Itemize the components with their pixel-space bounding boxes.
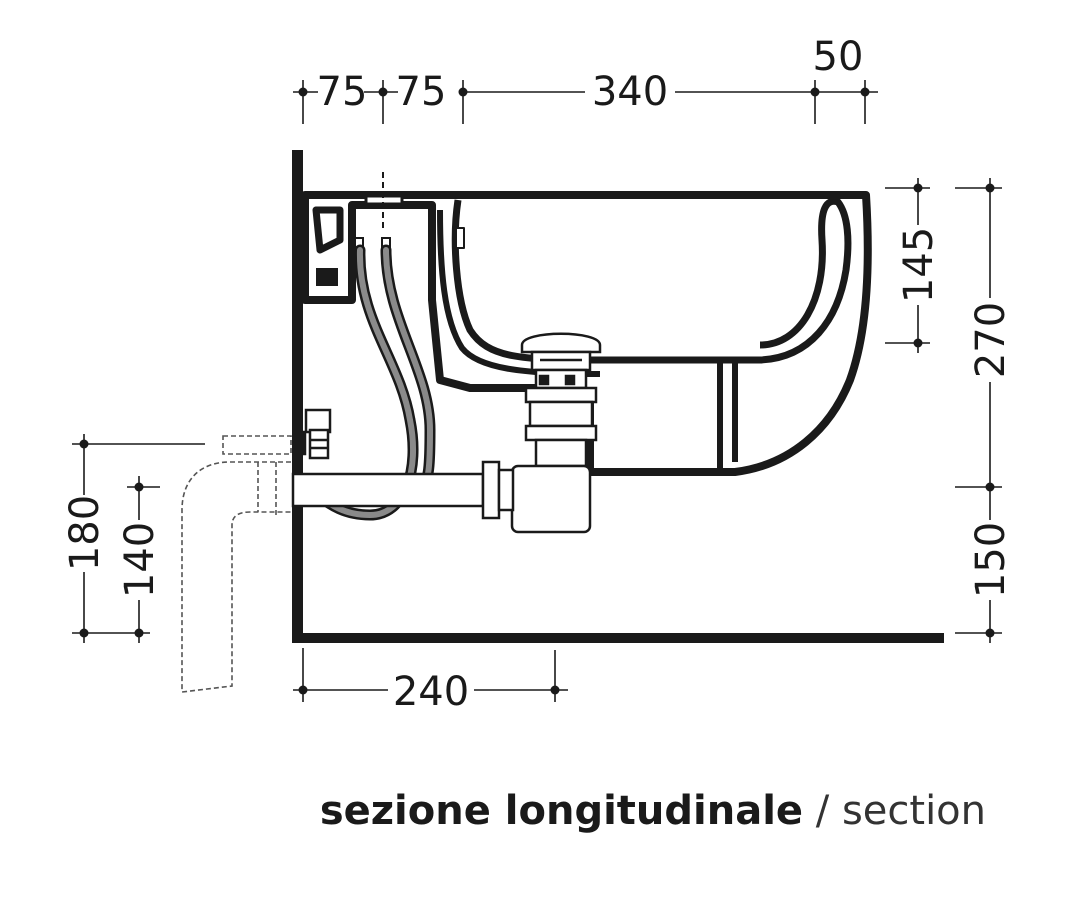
floor (292, 633, 944, 643)
plug-screw-left (538, 374, 550, 386)
valve-body (304, 408, 332, 434)
dot (810, 87, 820, 97)
waste-pipe (291, 472, 485, 508)
dim-label-145: 145 (896, 227, 942, 303)
dot (985, 628, 995, 638)
bidet-inner-bowl (451, 197, 852, 364)
pipe-joint (497, 468, 515, 512)
dot (550, 685, 560, 695)
caption-primary: sezione longitudinale (319, 788, 804, 834)
drawing-caption: sezione longitudinale / section (0, 788, 986, 834)
dim-label-340: 340 (592, 69, 668, 115)
caption-separator: / (803, 788, 842, 834)
dot (458, 87, 468, 97)
dot (298, 685, 308, 695)
dashed-upper-outlet (222, 435, 292, 455)
wall-valve (293, 408, 332, 460)
plug-screw-right (564, 374, 576, 386)
dim-label-150: 150 (968, 522, 1014, 598)
dot (134, 482, 144, 492)
dimension-labels: 75 75 340 50 145 270 150 180 140 240 (62, 34, 1014, 715)
drain-body-5 (524, 424, 598, 442)
dimension-dots (79, 87, 995, 695)
dashed-bend (181, 461, 291, 693)
wall (292, 150, 303, 643)
drain-body-6 (534, 438, 588, 468)
bidet-body (301, 172, 872, 476)
bidet-outer-shell (301, 191, 872, 476)
dot (913, 338, 923, 348)
drain-body-4 (528, 400, 594, 428)
dim-label-75-left: 75 (317, 69, 368, 115)
dot (298, 87, 308, 97)
waste-assembly (291, 332, 602, 534)
valve-knob (308, 428, 330, 460)
bidet-partition (717, 360, 738, 472)
hose-cold-fill (315, 247, 416, 519)
dashed-drain (181, 435, 292, 693)
bidet-overflow (312, 206, 344, 254)
caption-secondary: section (841, 788, 986, 834)
dim-label-240: 240 (393, 669, 469, 715)
dot (134, 628, 144, 638)
hose-hot-fill (383, 247, 434, 483)
popup-plug (520, 332, 602, 354)
wall-and-floor (292, 150, 944, 643)
dot (378, 87, 388, 97)
valve-nut (293, 430, 307, 456)
trap-body (510, 464, 592, 534)
dot (860, 87, 870, 97)
overflow-hole (455, 227, 465, 249)
dot (985, 482, 995, 492)
dot (913, 183, 923, 193)
drain-body-3 (524, 386, 598, 404)
supply-hoses (312, 237, 436, 521)
pipe-nut (481, 460, 501, 520)
dim-label-50: 50 (813, 34, 864, 80)
dot (79, 628, 89, 638)
dim-label-180: 180 (62, 495, 108, 571)
dot (79, 439, 89, 449)
dim-label-75-right: 75 (396, 69, 447, 115)
dim-label-140: 140 (117, 522, 163, 598)
dot (985, 183, 995, 193)
dim-label-270: 270 (968, 302, 1014, 378)
bidet-overflow-slot (316, 268, 338, 286)
